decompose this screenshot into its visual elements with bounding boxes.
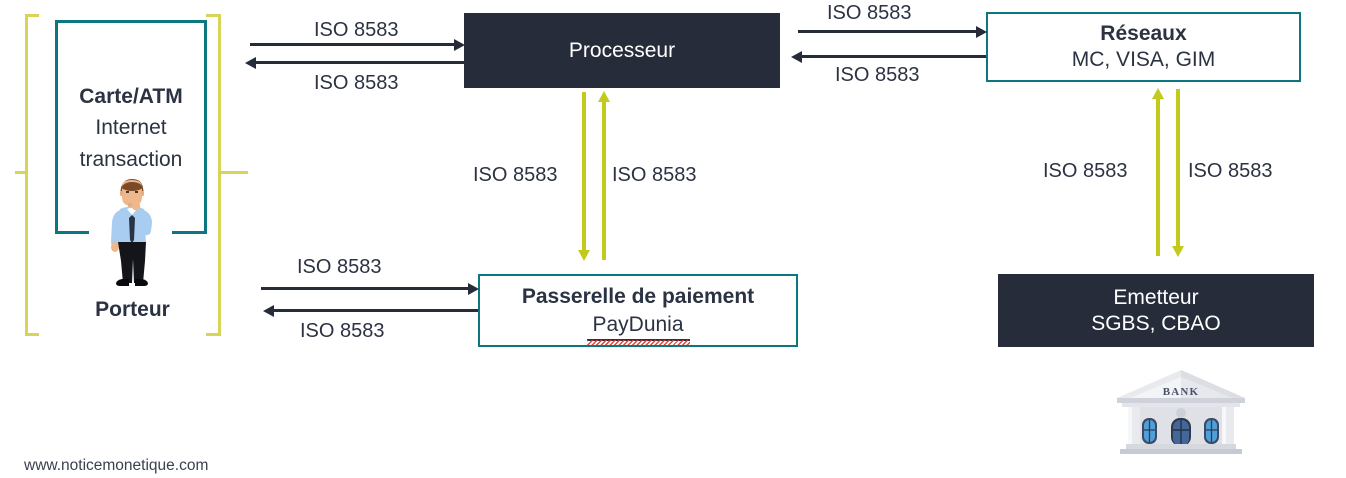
node-networks[interactable]: Réseaux MC, VISA, GIM: [986, 12, 1301, 82]
flow-arrow-cardholder-to-processor[interactable]: [250, 39, 465, 51]
flow-arrow-issuer-to-networks[interactable]: [1152, 88, 1164, 256]
businessman-icon: [96, 176, 168, 288]
processor-title: Processeur: [568, 38, 676, 62]
flow-label-networks-to-processor: ISO 8583: [835, 64, 920, 86]
flow-arrow-networks-to-issuer[interactable]: [1172, 89, 1184, 257]
gateway-subtitle-spellcheck-squiggle: [587, 340, 690, 345]
flow-arrow-processor-to-gateway[interactable]: [578, 92, 590, 261]
cardholder-bracket-right-mid-tick: [218, 171, 248, 174]
cardholder-caption: Porteur: [95, 298, 170, 321]
footer-url: www.noticemonetique.com: [24, 457, 209, 474]
networks-subtitle: MC, VISA, GIM: [1071, 48, 1216, 71]
flow-arrow-processor-to-networks[interactable]: [798, 26, 987, 38]
node-issuer[interactable]: Emetteur SGBS, CBAO: [998, 274, 1314, 347]
flow-label-processor-to-networks: ISO 8583: [827, 2, 912, 24]
flow-label-processor-to-cardholder: ISO 8583: [314, 72, 399, 94]
flow-label-cardholder-to-gateway: ISO 8583: [297, 256, 382, 278]
cardholder-bracket-left-mid-tick: [15, 171, 27, 174]
cardholder-frame-bottom-right: [172, 231, 207, 234]
gateway-title: Passerelle de paiement: [521, 284, 755, 308]
gateway-subtitle-underline: [587, 339, 690, 341]
flow-arrow-cardholder-to-gateway[interactable]: [261, 283, 479, 295]
flow-label-cardholder-to-processor: ISO 8583: [314, 19, 399, 41]
svg-text:BANK: BANK: [1163, 386, 1200, 398]
gateway-subtitle: PayDunia: [592, 312, 684, 336]
cardholder-frame-right: [204, 20, 207, 234]
cardholder-bracket-right-vertical: [218, 14, 221, 336]
cardholder-frame-bottom-left: [55, 231, 89, 234]
cardholder-bracket-right-bottom-tick: [206, 333, 221, 336]
cardholder-frame-top: [55, 20, 207, 23]
cardholder-frame-left: [55, 20, 58, 234]
flow-arrow-gateway-to-cardholder[interactable]: [263, 305, 478, 317]
bank-icon: BANK: [1114, 368, 1248, 456]
cardholder-line2: Internet: [95, 116, 167, 139]
flow-arrow-gateway-to-processor[interactable]: [598, 91, 610, 260]
cardholder-title: Carte/ATM: [79, 85, 183, 108]
cardholder-line3: transaction: [79, 148, 183, 171]
node-processor[interactable]: Processeur: [464, 13, 780, 88]
cardholder-bracket-right-top-tick: [206, 14, 221, 17]
issuer-title: Emetteur: [1113, 285, 1199, 309]
flow-arrow-processor-to-cardholder[interactable]: [245, 57, 464, 69]
flow-label-processor-to-gateway: ISO 8583: [473, 164, 558, 186]
flow-label-networks-to-issuer: ISO 8583: [1188, 160, 1273, 182]
flow-label-gateway-to-processor: ISO 8583: [612, 164, 697, 186]
flow-label-issuer-to-networks: ISO 8583: [1043, 160, 1128, 182]
flow-label-gateway-to-cardholder: ISO 8583: [300, 320, 385, 342]
cardholder-bracket-left-vertical: [25, 14, 28, 336]
issuer-subtitle: SGBS, CBAO: [1091, 311, 1221, 335]
node-gateway[interactable]: Passerelle de paiement PayDunia: [478, 274, 798, 347]
cardholder-bracket-left-top-tick: [25, 14, 39, 17]
flow-arrow-networks-to-processor[interactable]: [791, 51, 986, 63]
cardholder-bracket-left-bottom-tick: [25, 333, 39, 336]
networks-title: Réseaux: [1100, 22, 1187, 46]
